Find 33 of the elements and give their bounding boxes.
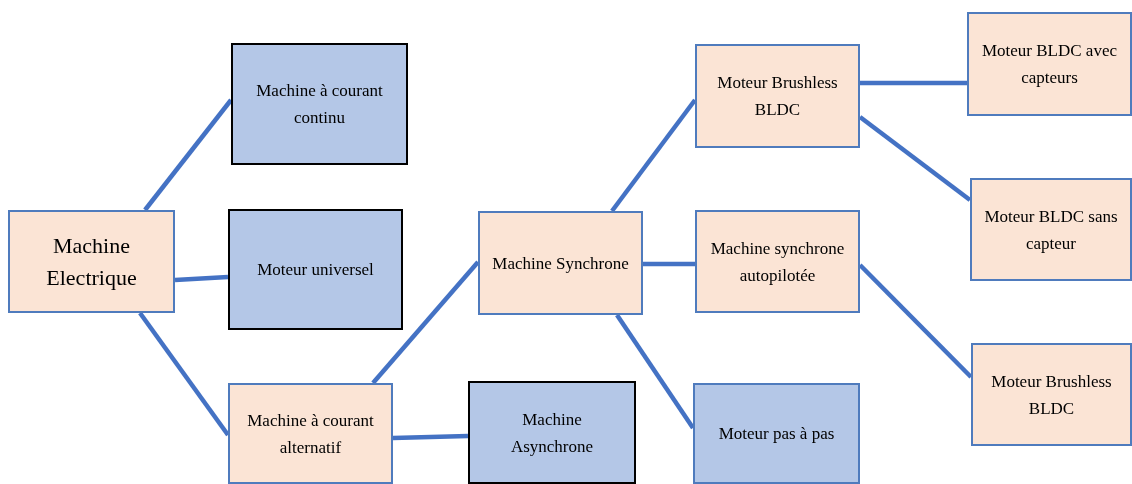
process-box xyxy=(695,210,860,313)
node-label: Moteur pas à pas xyxy=(718,423,835,445)
node-label: Moteur universel xyxy=(257,259,374,281)
node-label: Machine synchrone autopilotée xyxy=(709,237,846,287)
node-label: Machine Electrique xyxy=(45,231,138,292)
connector-line xyxy=(174,274,229,283)
node-label: Machine à courant continu xyxy=(255,80,384,129)
connector-line xyxy=(143,98,233,212)
node-label: Machine Synchrone xyxy=(492,252,629,275)
node-label: Moteur BLDC sans capteur xyxy=(983,205,1119,255)
process-box xyxy=(971,343,1132,446)
node-label: Moteur Brushless BLDC xyxy=(716,72,839,121)
node-label: Machine Asynchrone xyxy=(509,408,595,458)
process-box xyxy=(695,44,860,148)
node-label: Machine à courant alternatif xyxy=(246,409,375,459)
process-box xyxy=(228,383,393,484)
connector-line xyxy=(860,80,967,86)
category-box xyxy=(228,209,403,330)
node-label: Moteur BLDC avec capteurs xyxy=(981,40,1118,89)
connector-line xyxy=(610,98,697,213)
category-box xyxy=(468,381,636,484)
connector-line xyxy=(138,311,230,437)
connector-line xyxy=(392,433,469,441)
connector-line xyxy=(615,313,695,430)
node-label: Moteur Brushless BLDC xyxy=(990,370,1113,420)
process-box xyxy=(970,178,1132,281)
process-box xyxy=(478,211,643,315)
connector-line xyxy=(643,261,695,267)
process-box xyxy=(967,12,1132,116)
process-box xyxy=(8,210,175,313)
category-box xyxy=(693,383,860,484)
connector-line xyxy=(371,260,480,385)
category-box xyxy=(231,43,408,165)
